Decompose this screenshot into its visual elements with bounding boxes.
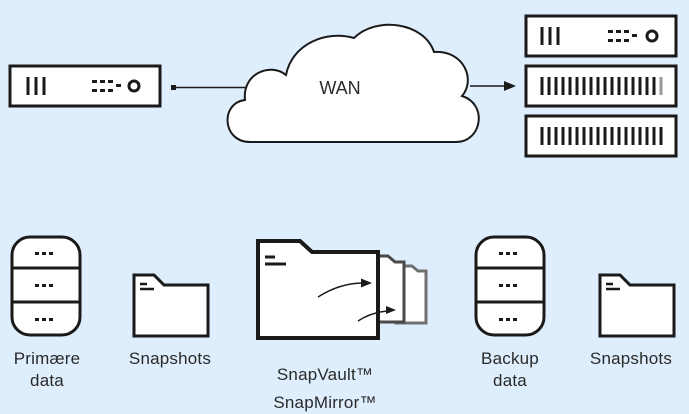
snapvault-label: SnapVault™ [276, 365, 374, 384]
link-source-to-wan [171, 85, 248, 90]
primary-data-label-line1: Primære [13, 349, 81, 368]
backup-data-label-line1: Backup [481, 349, 539, 368]
backup-data-database-icon [474, 235, 546, 337]
primary-data-database-icon [10, 235, 82, 337]
link-wan-to-destination [470, 81, 516, 91]
snapshots-left-label: Snapshots [128, 349, 212, 368]
wan-cloud-icon [226, 23, 480, 143]
backup-data-label: Backup data [460, 348, 560, 392]
wan-label: WAN [319, 78, 361, 98]
destination-server-stack-icon [524, 14, 678, 158]
snapshots-folder-icon [598, 273, 676, 338]
primary-data-label: Primære data [0, 348, 94, 392]
backup-data-label-line2: data [493, 371, 527, 390]
snapmirror-label: SnapMirror™ [273, 393, 377, 412]
snapvault-snapmirror-folders-icon [256, 239, 428, 340]
snapshots-right-label: Snapshots [589, 349, 673, 368]
snapshots-folder-icon [132, 273, 210, 338]
primary-data-label-line2: data [30, 371, 64, 390]
source-server-icon [8, 64, 162, 108]
